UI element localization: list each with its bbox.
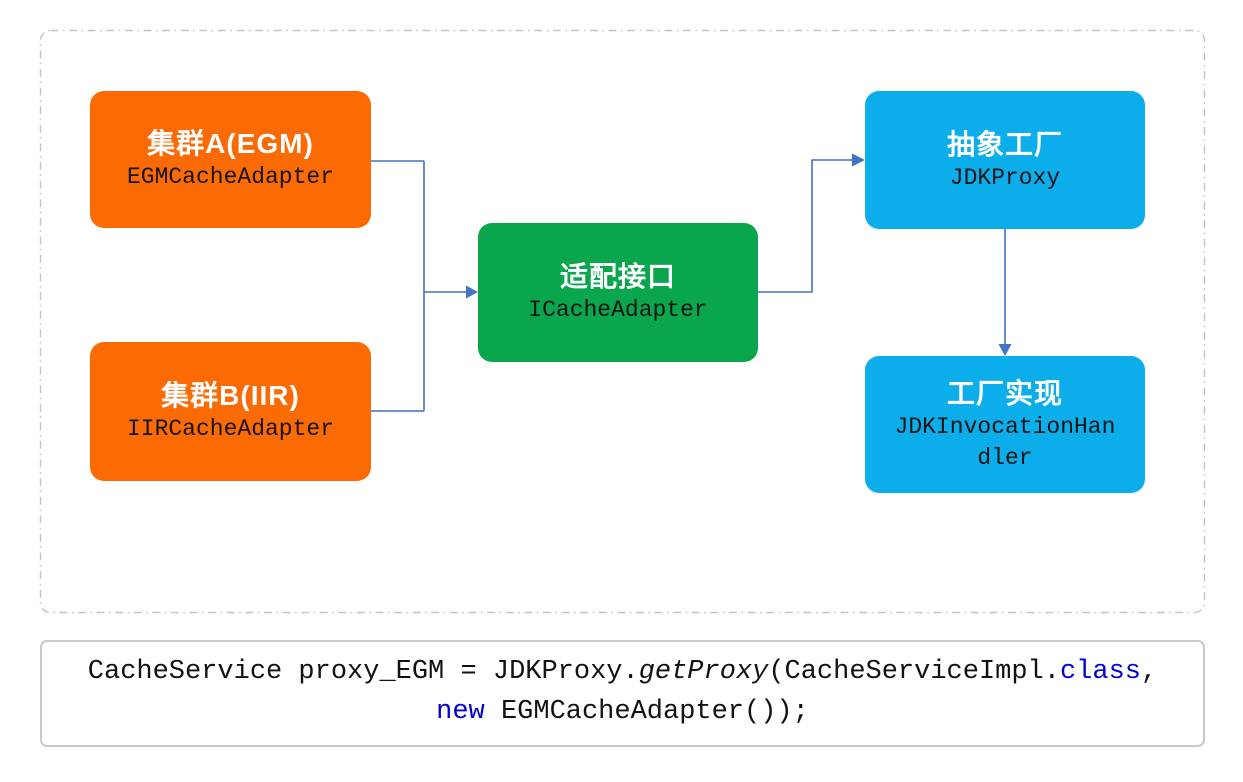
arrowhead-to-factory-icon	[852, 153, 865, 167]
node-title: 工厂实现	[946, 377, 1063, 409]
code-text: ,	[1140, 657, 1158, 687]
node-title: 抽象工厂	[946, 128, 1063, 160]
connector-adapter-to-factory	[758, 159, 852, 293]
node-cluster-a: 集群A(EGM) EGMCacheAdapter	[90, 91, 371, 228]
code-text: EGMCacheAdapter());	[484, 697, 809, 727]
arrowhead-to-impl-icon	[998, 344, 1012, 356]
node-subtitle: JDKInvocationHandler	[894, 413, 1116, 471]
code-method-getproxy: getProxy	[638, 657, 769, 687]
node-title: 集群A(EGM)	[147, 128, 314, 159]
code-keyword-new: new	[436, 697, 485, 727]
code-text: CacheService proxy_EGM = JDKProxy.	[87, 657, 639, 687]
node-subtitle: ICacheAdapter	[528, 297, 708, 323]
code-line-2: new EGMCacheAdapter());	[42, 692, 1203, 732]
node-subtitle: IIRCacheAdapter	[126, 416, 335, 442]
node-adapter-interface: 适配接口 ICacheAdapter	[478, 223, 758, 362]
node-title: 集群B(IIR)	[161, 380, 300, 411]
code-line-1: CacheService proxy_EGM = JDKProxy.getPro…	[42, 652, 1203, 692]
node-subtitle: JDKProxy	[949, 164, 1061, 191]
node-subtitle: EGMCacheAdapter	[126, 164, 335, 190]
node-factory-impl: 工厂实现 JDKInvocationHandler	[865, 356, 1145, 493]
node-title: 适配接口	[559, 261, 676, 292]
code-keyword-class: class	[1059, 657, 1141, 687]
arrowhead-to-adapter-icon	[466, 285, 478, 299]
node-cluster-b: 集群B(IIR) IIRCacheAdapter	[90, 342, 371, 481]
connector-clusters-to-adapter	[371, 160, 466, 412]
code-text: (CacheServiceImpl.	[768, 657, 1060, 687]
code-snippet-box: CacheService proxy_EGM = JDKProxy.getPro…	[40, 640, 1205, 747]
node-abstract-factory: 抽象工厂 JDKProxy	[865, 91, 1145, 229]
